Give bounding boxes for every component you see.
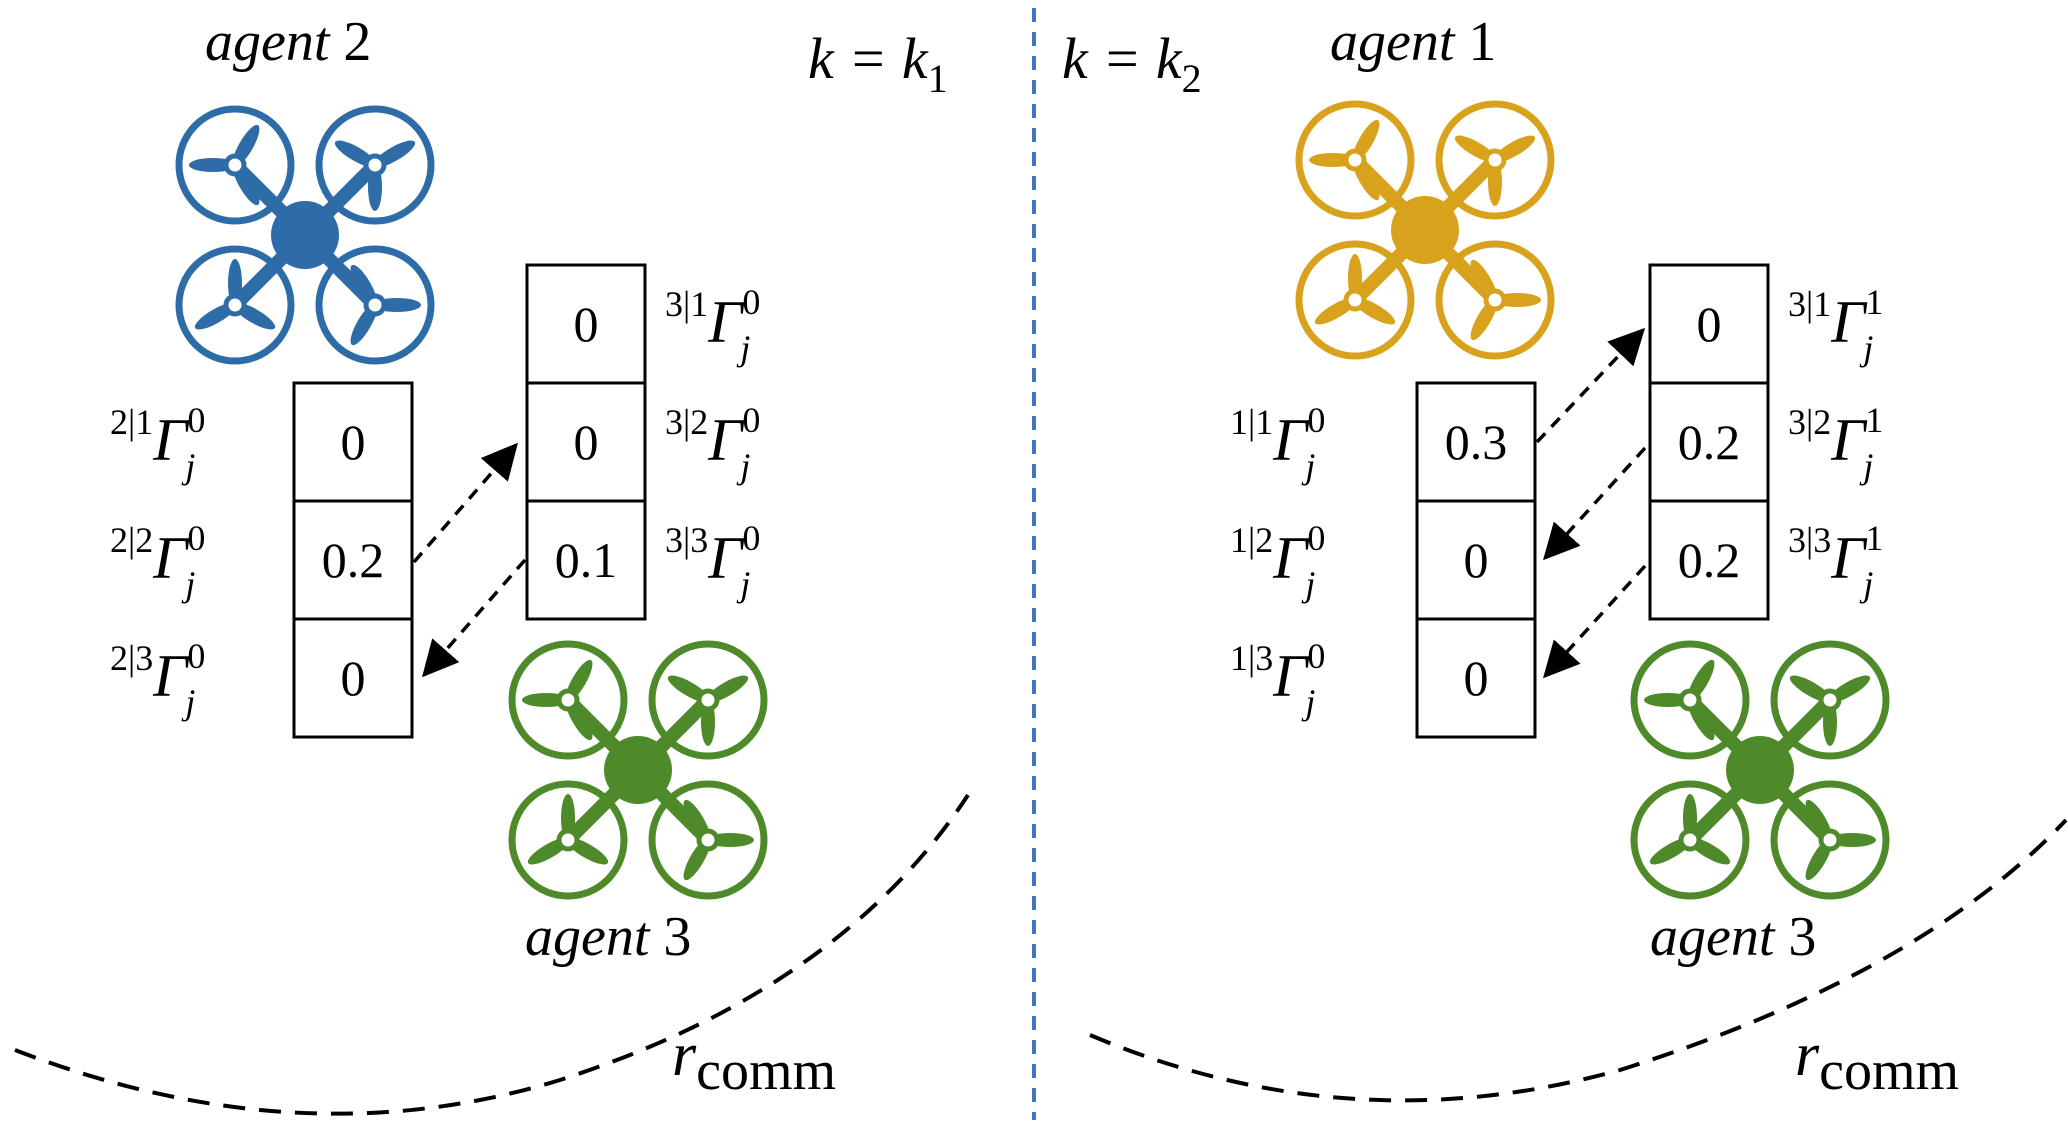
left-comm-range-label: rcomm <box>672 1021 836 1102</box>
agent-2-gamma-table: 0 0.2 0 <box>292 381 414 739</box>
table-value: 0 <box>1697 296 1722 352</box>
table-cell <box>1648 499 1770 621</box>
right-comm-range-arc <box>1089 818 2068 1103</box>
table-cell <box>1415 381 1537 503</box>
table-value: 0 <box>574 414 599 470</box>
exchange-arrow <box>1542 446 1647 561</box>
agent-1-gamma-table: 0.3 0 0 <box>1415 381 1537 739</box>
table-value: 0 <box>574 296 599 352</box>
exchange-arrow <box>422 558 527 678</box>
table-value: 0 <box>341 650 366 706</box>
exchange-arrow <box>1535 327 1646 444</box>
right-agent-top-label: agent 1 <box>1330 11 1496 73</box>
agent-2-drone-icon <box>179 109 431 361</box>
exchange-arrow <box>412 442 518 564</box>
left-agent-bottom-label: agent 3 <box>525 906 691 968</box>
left-panel: k = k1 agent 2 agent 3 rcomm 0 0.2 0 2| <box>14 11 970 1116</box>
table-value: 0 <box>1464 532 1489 588</box>
right-agent-3-drone-icon <box>1634 644 1886 896</box>
left-comm-range-arc <box>14 793 970 1116</box>
right-agent-3-gamma-table: 0 0.2 0.2 <box>1648 263 1770 621</box>
table-value: 0.2 <box>1678 532 1741 588</box>
exchange-arrow <box>1542 564 1647 679</box>
table-cell <box>525 499 647 621</box>
table-value: 0 <box>1464 650 1489 706</box>
left-agent-3-drone-icon <box>512 644 764 896</box>
right-panel: k = k2 agent 1 agent 3 rcomm 0.3 0 0 1|1… <box>1062 11 2068 1103</box>
table-value: 0 <box>341 414 366 470</box>
table-cell <box>1415 617 1537 739</box>
table-value: 0.2 <box>1678 414 1741 470</box>
left-time-label: k = k1 <box>808 26 948 101</box>
table-cell <box>525 263 647 385</box>
right-agent-bottom-label: agent 3 <box>1650 906 1816 968</box>
table-cell <box>292 617 414 739</box>
left-agent-3-gamma-table: 0 0 0.1 <box>525 263 647 621</box>
right-comm-range-label: rcomm <box>1795 1021 1959 1102</box>
table-value: 0.1 <box>555 532 618 588</box>
agent-1-drone-icon <box>1299 104 1551 356</box>
table-cell <box>1648 381 1770 503</box>
right-time-label: k = k2 <box>1062 26 1202 101</box>
left-agent-top-label: agent 2 <box>205 11 371 73</box>
table-value: 0.3 <box>1445 414 1508 470</box>
table-value: 0.2 <box>322 532 385 588</box>
